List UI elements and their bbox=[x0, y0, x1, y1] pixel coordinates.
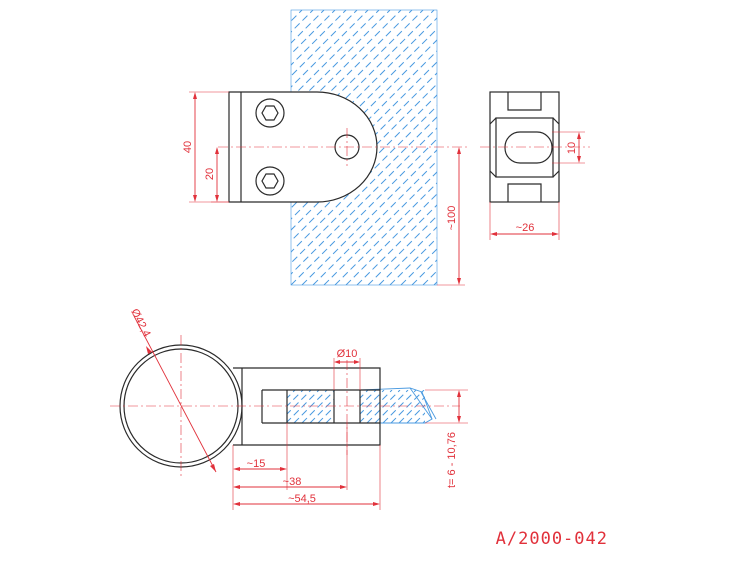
top-view: Ø42,4 Ø10 ~15 ~38 bbox=[110, 307, 468, 510]
dimension-38: ~38 bbox=[233, 423, 348, 490]
dim-label-15: ~15 bbox=[247, 458, 266, 470]
dimension-54-5: ~54,5 bbox=[233, 445, 381, 510]
dim-label-glass-thickness: t= 6 - 10,76 bbox=[446, 432, 458, 488]
dimension-26: ~26 bbox=[489, 202, 560, 240]
side-slot-hole bbox=[504, 131, 553, 164]
side-notch-top bbox=[507, 92, 542, 111]
dimension-hole-diameter: Ø10 bbox=[333, 348, 361, 390]
side-slot-frame bbox=[495, 117, 554, 178]
dimension-10: 10 bbox=[552, 131, 585, 164]
dim-label-10: 10 bbox=[566, 142, 578, 154]
dim-label-54-5: ~54,5 bbox=[288, 493, 316, 505]
dim-label-38: ~38 bbox=[283, 476, 302, 488]
dim-label-tube-diameter: Ø42,4 bbox=[128, 307, 152, 339]
front-view: 40 20 ~100 bbox=[182, 9, 470, 286]
dimension-40: 40 bbox=[182, 91, 229, 203]
glass-pane-top bbox=[287, 387, 437, 424]
dimension-15: ~15 bbox=[232, 423, 288, 510]
dim-label-26: ~26 bbox=[516, 222, 535, 234]
clamp-bottom-plate bbox=[233, 422, 381, 446]
dim-label-100: ~100 bbox=[446, 206, 458, 231]
dimension-glass-thickness: t= 6 - 10,76 bbox=[425, 389, 468, 488]
side-view: 10 ~26 bbox=[480, 91, 590, 240]
drawing-code: A/2000-042 bbox=[496, 529, 608, 549]
clamp-body-front bbox=[228, 91, 378, 203]
dim-label-40: 40 bbox=[182, 141, 194, 153]
side-notch-bottom bbox=[507, 183, 542, 202]
dim-label-hole-diameter: Ø10 bbox=[337, 348, 358, 360]
clamp-top-plate bbox=[233, 367, 381, 391]
dimension-20: 20 bbox=[204, 147, 229, 203]
dim-label-20: 20 bbox=[204, 168, 216, 180]
hex-screw-bottom bbox=[255, 166, 285, 196]
hex-screw-top bbox=[255, 98, 285, 128]
dimension-100: ~100 bbox=[437, 147, 465, 286]
